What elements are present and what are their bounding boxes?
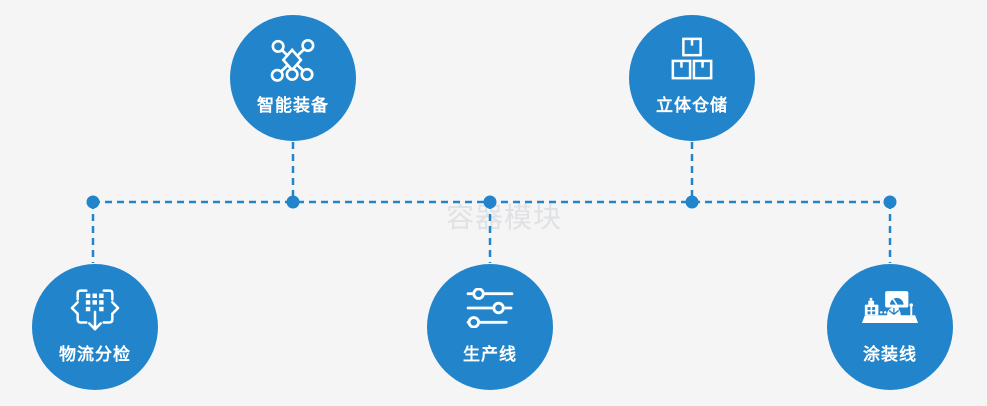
node-stereo-warehouse: 立体仓储 (629, 15, 755, 141)
icon-wrap (861, 280, 919, 336)
machine-monitor-icon (861, 290, 919, 323)
junction-dot (883, 195, 897, 209)
watermark: 容器模块 (445, 202, 562, 233)
node-label: 涂装线 (863, 345, 917, 364)
node-production-line: 生产线 (427, 264, 553, 390)
node-label: 立体仓储 (656, 96, 728, 115)
node-smart-equipment: 智能装备 (230, 15, 356, 141)
stacked-boxes-icon (671, 37, 713, 80)
node-coating-line: 涂装线 (827, 264, 953, 390)
sort-distribute-icon (70, 289, 120, 331)
network-nodes-icon (270, 38, 315, 82)
node-logistics-sorting: 物流分检 (32, 264, 158, 390)
icon-wrap (466, 280, 514, 336)
icon-wrap (69, 280, 121, 336)
junction-dot (86, 195, 100, 209)
icon-wrap (669, 31, 715, 87)
sliders-icon (466, 288, 514, 328)
icon-wrap (265, 31, 321, 87)
junction-dot (286, 195, 300, 209)
junction-dot (685, 195, 699, 209)
junction-dot (483, 195, 497, 209)
node-label: 生产线 (463, 345, 517, 364)
node-label: 物流分检 (59, 345, 131, 364)
node-label: 智能装备 (257, 96, 329, 115)
